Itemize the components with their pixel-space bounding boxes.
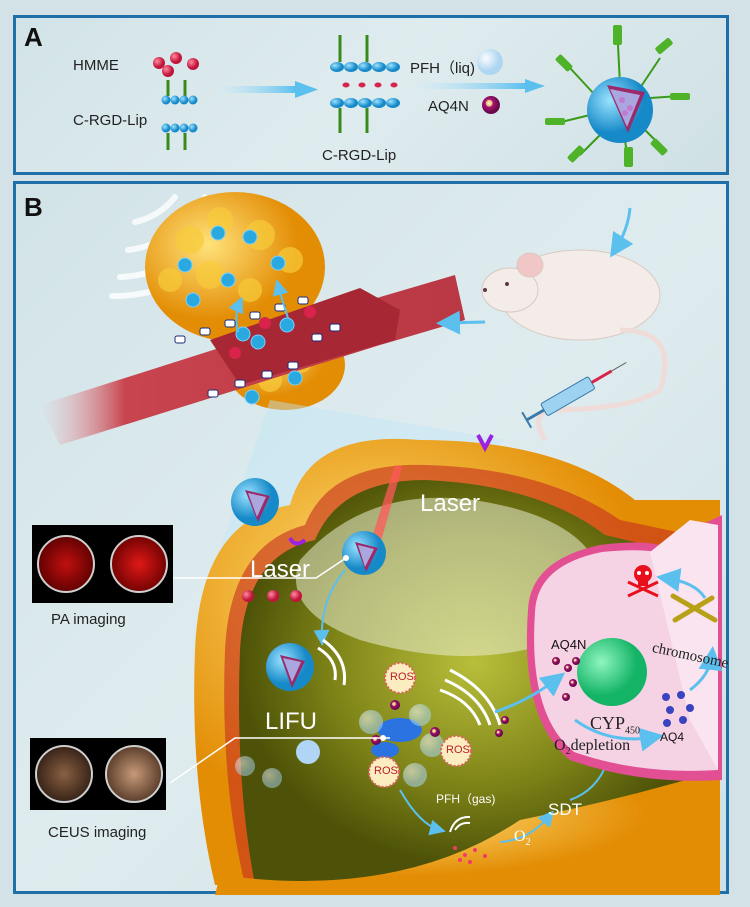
pfh-droplet-icon (477, 49, 503, 75)
lifu-waves-icon (317, 638, 502, 726)
hmme-label: HMME (73, 57, 119, 74)
chromosome-icon (670, 593, 718, 623)
nanoparticle-laser (342, 531, 386, 575)
arrow-to-vessel (436, 310, 486, 335)
arrow-1 (215, 86, 295, 93)
aq4-label: AQ4 (660, 730, 685, 744)
nanoparticle-outside (231, 478, 279, 526)
ros-label-2: ROS (446, 744, 470, 756)
ceus-leader-line (169, 737, 390, 784)
arrow-1-head (295, 81, 318, 98)
o2-to-sdt-arrow (499, 810, 554, 843)
skull-crossbones-icon (627, 565, 659, 598)
blood-vessel (40, 275, 465, 445)
pa-image-sample-1 (37, 535, 95, 593)
aq4n-nucleus-label: AQ4N (551, 637, 587, 652)
receptor-icon (476, 434, 494, 453)
syringe-icon (521, 362, 627, 429)
aq4-molecules (662, 691, 694, 727)
nanoparticle-icon (545, 25, 690, 167)
arrow-into-mouse (610, 207, 634, 258)
internalization-arrow (313, 569, 346, 646)
sdt-label: SDT (548, 800, 582, 819)
cyp-arrow (574, 718, 664, 752)
bilayer-left-icon (161, 80, 198, 150)
arrow-2-head (525, 79, 545, 93)
arrow-2 (415, 83, 525, 89)
pa-leader-line (173, 557, 347, 579)
aq4-to-chromosome-arrow (689, 646, 723, 692)
aq4n-label: AQ4N (428, 98, 469, 115)
o2-depletion-label: O2depletion (554, 737, 630, 757)
ceus-imaging-image (30, 738, 166, 810)
cyp450-label: CYP450 (590, 713, 640, 737)
small-waves-icon (449, 815, 471, 833)
laser-label-top: Laser (420, 490, 481, 517)
pa-imaging-image (32, 525, 173, 603)
c-rgd-lip-label-left: C-RGD-Lip (73, 112, 148, 129)
laser-beam (368, 465, 402, 552)
panel-b-label: B (24, 192, 43, 222)
o2-depletion-text: depletion (570, 737, 631, 754)
pfh-liq-label: PFH（liq) (410, 60, 476, 77)
aq4n-entry-arrow (494, 672, 566, 714)
pa-imaging-label: PA imaging (51, 611, 126, 628)
nanoparticle-lifu (266, 643, 314, 691)
ros-label-1: ROS (390, 671, 414, 683)
mouse-illustration (481, 249, 668, 442)
laser-label-left: Laser (250, 556, 311, 583)
tumor-nanoparticles (177, 225, 303, 405)
o2-subscript: 2 (525, 837, 531, 849)
ros-to-o2-arrow (399, 789, 446, 836)
o2-depletion-sub: 2 (565, 746, 571, 758)
pfh-gas-bubbles (235, 740, 320, 788)
lifu-label: LIFU (265, 708, 318, 735)
o2-depletion-o: O (554, 737, 566, 754)
pfh-gas-label: PFH（gas) (436, 792, 496, 806)
ceus-image-sample-2 (105, 745, 163, 803)
ros-badges (368, 662, 472, 788)
pa-image-sample-2 (110, 535, 168, 593)
hmme-molecules (153, 52, 199, 77)
ceus-imaging-label: CEUS imaging (48, 824, 147, 841)
receptor-icon-2 (288, 536, 307, 546)
cyp-text: CYP (590, 713, 626, 733)
ros-label-3: ROS (374, 765, 398, 777)
panel-a-label: A (24, 22, 43, 52)
cyp-subscript: 450 (625, 725, 641, 737)
o2-molecules (453, 846, 487, 864)
aq4n-in-nucleus (495, 657, 580, 737)
ceus-image-sample-1 (35, 745, 93, 803)
bilayer-mid-icon (330, 35, 400, 133)
aq4n-molecule-icon (482, 96, 500, 114)
o2-text: O (514, 828, 526, 845)
hmme-in-membrane (242, 590, 302, 602)
chromosome-to-death-arrow (656, 568, 707, 599)
c-rgd-lip-label-mid: C-RGD-Lip (322, 147, 397, 164)
extravasation-arrows (228, 279, 289, 333)
o2-label: O2 (514, 828, 531, 848)
